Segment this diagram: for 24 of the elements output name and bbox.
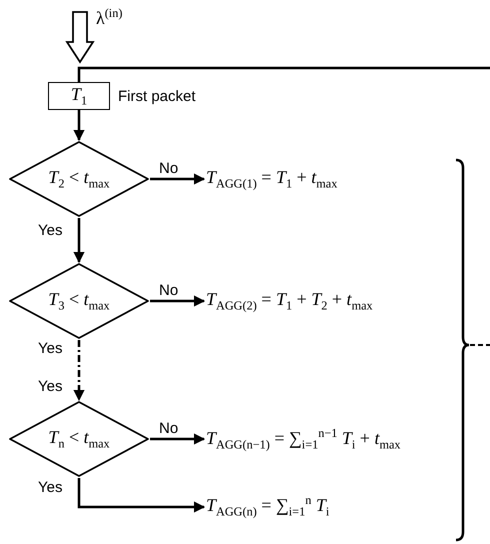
decision-diamond xyxy=(8,400,150,478)
block-arrow xyxy=(65,11,95,64)
node-caption: First packet xyxy=(118,88,196,105)
formula-text: T$_{AGG(n)}$ = ∑$_{i=1}$$^{n}$ T$_{i}$ xyxy=(206,488,386,524)
decision-diamond xyxy=(8,262,150,340)
condition-text: T$_{2}$ < t$_{max}$ xyxy=(48,166,110,192)
input-rate-label: λ$^{(in)}$ xyxy=(96,6,122,29)
condition-text: T$_{1}$ xyxy=(70,84,88,108)
connector-line xyxy=(78,66,490,82)
arrow xyxy=(78,478,206,513)
branch-label: Yes xyxy=(38,378,62,395)
formula-text: T$_{AGG(2)}$ = T$_{1}$ + T$_{2}$ + t$_{max}$ xyxy=(206,286,456,316)
arrow xyxy=(73,110,85,142)
arrow xyxy=(73,340,85,402)
condition-text: T$_{n}$ < t$_{max}$ xyxy=(48,426,110,452)
condition-text: T$_{3}$ < t$_{max}$ xyxy=(48,288,110,314)
formula-text: T$_{AGG(n−1)}$ = ∑$_{i=1}$$^{n−1}$ T$_{i}$ + t$_{max}$ xyxy=(206,416,456,462)
arrow xyxy=(150,295,206,307)
process-box xyxy=(48,82,110,110)
arrow xyxy=(150,173,206,185)
arrow xyxy=(150,433,206,445)
decision-diamond xyxy=(8,140,150,218)
arrow xyxy=(73,218,85,264)
formula-text: T$_{AGG(1)}$ = T$_{1}$ + t$_{max}$ xyxy=(206,164,446,194)
